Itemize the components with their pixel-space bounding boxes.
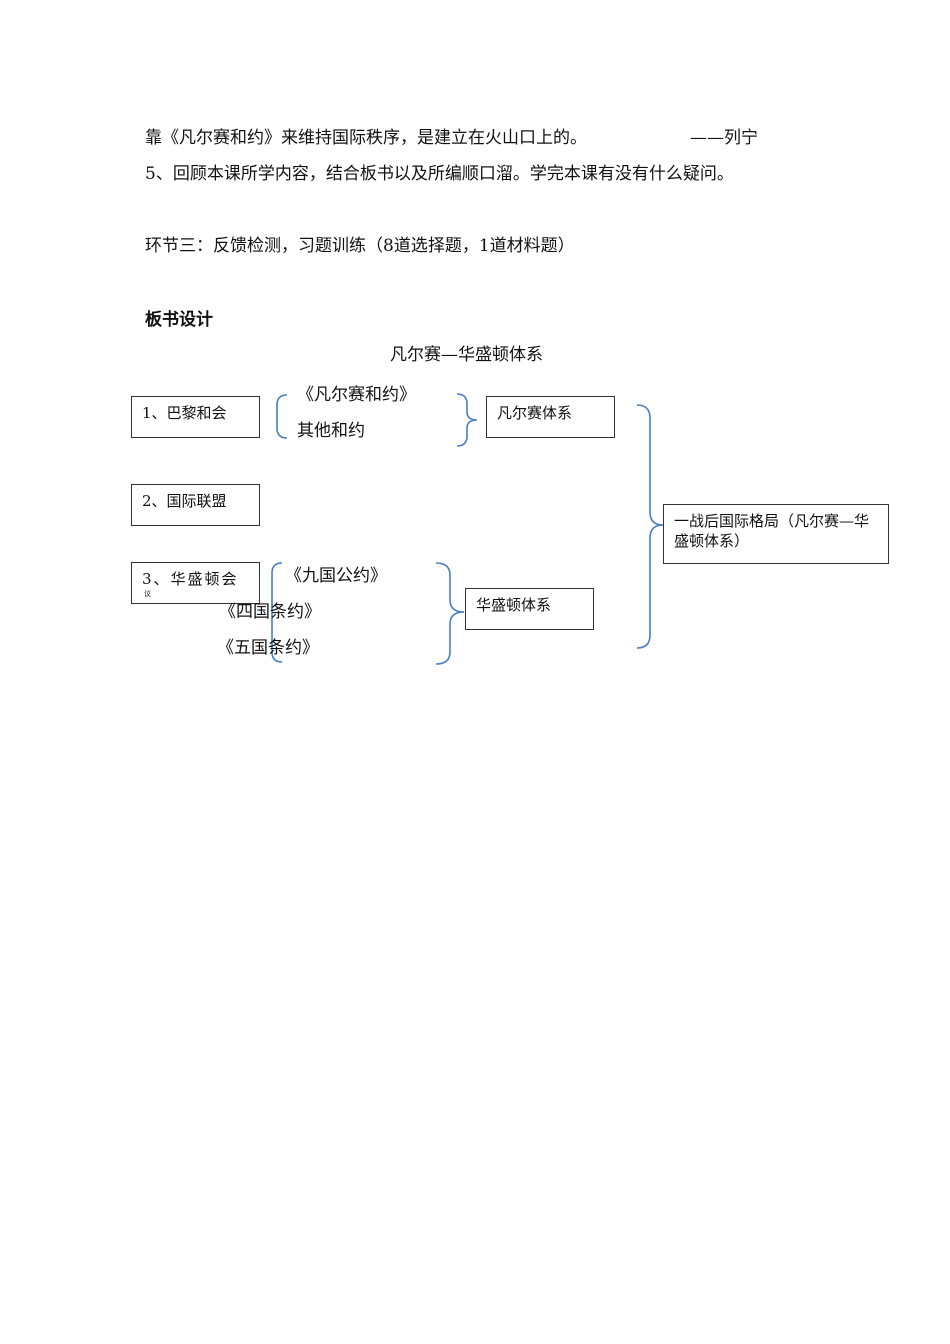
treaty-five-power: 《五国条约》 xyxy=(217,638,319,658)
box-paris-conference: 1、巴黎和会 xyxy=(131,396,260,438)
brace-washington xyxy=(435,562,465,665)
bracket-paris xyxy=(276,394,288,439)
box-washington-conference: 3、华盛顿会 议 xyxy=(131,562,260,604)
section-three-line: 环节三：反馈检测，习题训练（8道选择题，1道材料题） xyxy=(145,236,575,256)
quote-line: 靠《凡尔赛和约》来维持国际秩序，是建立在火山口上的。 xyxy=(145,128,587,148)
box-washington-system: 华盛顿体系 xyxy=(465,588,594,630)
board-heading: 板书设计 xyxy=(145,310,213,330)
box-washington-label: 3、华盛顿会 xyxy=(142,570,239,588)
treaty-four-power: 《四国条约》 xyxy=(219,602,321,622)
tiny-overflow-mark: 议 xyxy=(144,590,151,598)
bracket-washington xyxy=(271,562,283,663)
review-line: 5、回顾本课所学内容，结合板书以及所编顺口溜。学完本课有没有什么疑问。 xyxy=(145,164,734,184)
box-versailles-system: 凡尔赛体系 xyxy=(486,396,615,438)
treaty-versailles: 《凡尔赛和约》 xyxy=(297,385,416,405)
treaty-nine-power: 《九国公约》 xyxy=(285,566,387,586)
box-league-of-nations: 2、国际联盟 xyxy=(131,484,260,526)
box-postwar-pattern: 一战后国际格局（凡尔赛—华盛顿体系） xyxy=(663,504,889,564)
board-title: 凡尔赛—华盛顿体系 xyxy=(390,345,543,365)
brace-postwar xyxy=(636,404,664,649)
quote-author: ——列宁 xyxy=(690,128,758,148)
brace-versailles xyxy=(456,393,478,447)
treaty-others: 其他和约 xyxy=(297,421,365,441)
